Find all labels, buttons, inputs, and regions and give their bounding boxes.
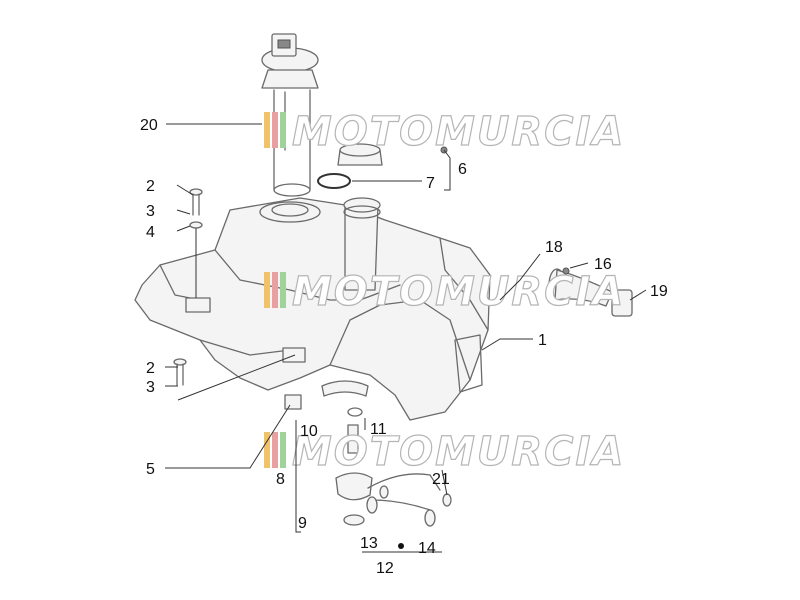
callout-2: 2 — [146, 178, 155, 195]
callout-1: 1 — [538, 332, 547, 349]
watermark-text: MOTOMURCIA — [292, 429, 625, 475]
callout-12: 12 — [376, 560, 394, 577]
callout-7: 7 — [426, 175, 435, 192]
callout-20: 20 — [140, 117, 158, 134]
callout-16: 16 — [594, 256, 612, 273]
watermark-middle: MOTOMURCIA — [264, 268, 625, 316]
callout-labels: 20 2 3 4 6 7 18 16 19 1 2 3 5 10 11 8 9 … — [140, 117, 668, 577]
callout-18: 18 — [545, 239, 563, 256]
callout-4: 4 — [146, 224, 155, 241]
fuel-pump-part — [261, 33, 319, 197]
callout-14: 14 — [418, 540, 436, 557]
watermark-top: MOTOMURCIA — [264, 108, 625, 156]
callout-8: 8 — [276, 471, 285, 488]
callout-5: 5 — [146, 461, 155, 478]
callout-10: 10 — [300, 423, 318, 440]
callout-9: 9 — [298, 515, 307, 532]
callout-21: 21 — [432, 471, 450, 488]
callout-6: 6 — [458, 161, 467, 178]
leader-lines — [165, 123, 647, 553]
watermark-text: MOTOMURCIA — [292, 269, 625, 315]
callout-13: 13 — [360, 535, 378, 552]
callout-19: 19 — [650, 283, 668, 300]
watermark-text: MOTOMURCIA — [292, 109, 625, 155]
callout-3: 3 — [146, 203, 155, 220]
vent-hose-part — [548, 267, 633, 317]
watermark-bottom: MOTOMURCIA — [264, 428, 625, 476]
fuel-tank-part — [134, 197, 491, 421]
callout-11: 11 — [370, 421, 387, 438]
fuel-filter-assembly — [284, 380, 452, 549]
callout-3b: 3 — [146, 379, 155, 396]
callout-2b: 2 — [146, 360, 155, 377]
